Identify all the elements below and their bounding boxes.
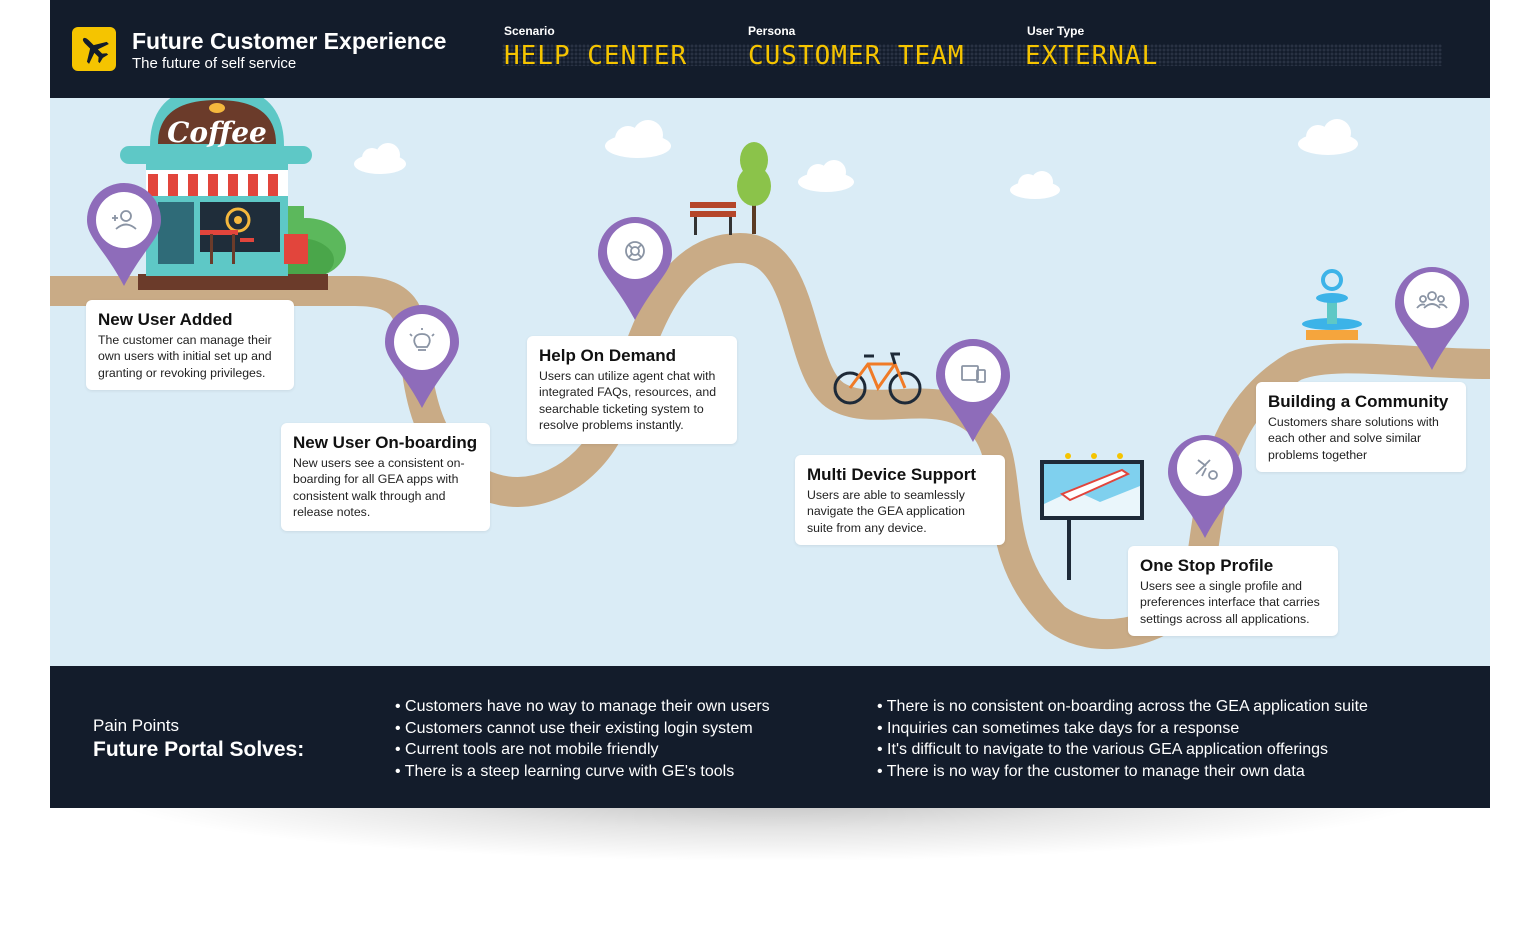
pain-point-item: Inquiries can sometimes take days for a … — [877, 718, 1368, 740]
app-title: Future Customer Experience — [132, 28, 447, 54]
cloud-icon — [605, 120, 671, 158]
coffee-shop-illustration: Coffee — [120, 98, 346, 290]
airplane-icon — [72, 27, 116, 71]
step-card-new-user-added: New User Added The customer can manage t… — [86, 300, 294, 390]
pain-points-title: Future Portal Solves: — [93, 738, 305, 761]
step-title: Building a Community — [1268, 392, 1449, 411]
lightbulb-icon — [409, 328, 435, 351]
add-user-icon — [112, 210, 137, 230]
location-pin — [87, 183, 161, 286]
step-card-building-a-community: Building a Community Customers share sol… — [1256, 382, 1466, 472]
scenario-label: Scenario — [504, 24, 555, 38]
community-icon — [1416, 291, 1448, 309]
location-pin — [598, 217, 672, 320]
step-description: Users are able to seamlessly navigate th… — [807, 488, 965, 535]
location-pin — [1168, 435, 1242, 538]
app-subtitle: The future of self service — [132, 55, 297, 72]
coffee-sign: Coffee — [167, 116, 267, 149]
journey-illustration: Coffee — [50, 98, 1490, 650]
lifebuoy-icon — [625, 241, 645, 261]
step-title: Multi Device Support — [807, 465, 977, 484]
pain-point-item: It's difficult to navigate to the variou… — [877, 739, 1368, 761]
pain-point-item: Current tools are not mobile friendly — [395, 739, 770, 761]
pain-point-item: There is no way for the customer to mana… — [877, 761, 1368, 783]
location-pin — [385, 305, 459, 408]
bench-illustration — [690, 202, 736, 235]
persona-value: CUSTOMER TEAM — [748, 41, 965, 71]
user-type-label: User Type — [1027, 24, 1085, 38]
step-card-multi-device-support: Multi Device Support Users are able to s… — [795, 455, 1005, 545]
location-pin — [936, 339, 1010, 442]
pain-points-footer: Pain Points Future Portal Solves: Custom… — [50, 666, 1490, 808]
step-description: Customers share solutions with each othe… — [1268, 415, 1439, 462]
cloud-icon — [798, 160, 854, 192]
pain-point-item: Customers cannot use their existing logi… — [395, 718, 770, 740]
step-card-help-on-demand: Help On Demand Users can utilize agent c… — [527, 336, 737, 444]
step-title: Help On Demand — [539, 346, 676, 365]
departure-board — [502, 44, 1442, 66]
devices-icon — [961, 365, 986, 383]
step-title: One Stop Profile — [1140, 556, 1274, 575]
fountain-illustration — [1302, 269, 1362, 340]
location-pin — [1395, 267, 1469, 370]
step-title: New User Added — [98, 310, 233, 329]
persona-label: Persona — [748, 24, 796, 38]
step-description: The customer can manage their own users … — [98, 333, 272, 380]
pain-points-label: Pain Points — [93, 716, 179, 735]
user-type-value: EXTERNAL — [1025, 41, 1159, 71]
pain-points-list-left: Customers have no way to manage their ow… — [395, 696, 770, 783]
journey-scene: Coffee — [50, 98, 1490, 666]
infographic-card: Future Customer Experience The future of… — [50, 0, 1490, 808]
cloud-icon — [354, 143, 406, 174]
step-description: Users can utilize agent chat with integr… — [539, 369, 717, 432]
header: Future Customer Experience The future of… — [50, 0, 1490, 98]
pain-point-item: There is no consistent on-boarding acros… — [877, 696, 1368, 718]
airplane-gear-icon — [1195, 459, 1218, 480]
step-card-new-user-onboarding: New User On-boarding New users see a con… — [281, 423, 490, 531]
step-description: New users see a consistent on-boarding f… — [293, 456, 465, 519]
pain-point-item: Customers have no way to manage their ow… — [395, 696, 770, 718]
cloud-icon — [1298, 119, 1358, 155]
bicycle-illustration — [833, 352, 922, 405]
billboard-illustration — [1040, 453, 1144, 580]
step-title: New User On-boarding — [293, 433, 478, 452]
scenario-value: HELP CENTER — [504, 41, 688, 71]
step-description: Users see a single profile and preferenc… — [1140, 579, 1320, 626]
cloud-icon — [1010, 171, 1060, 199]
pain-point-item: There is a steep learning curve with GE'… — [395, 761, 770, 783]
tree-illustration — [737, 142, 771, 234]
step-card-one-stop-profile: One Stop Profile Users see a single prof… — [1128, 546, 1338, 636]
pain-points-list-right: There is no consistent on-boarding acros… — [877, 696, 1368, 783]
